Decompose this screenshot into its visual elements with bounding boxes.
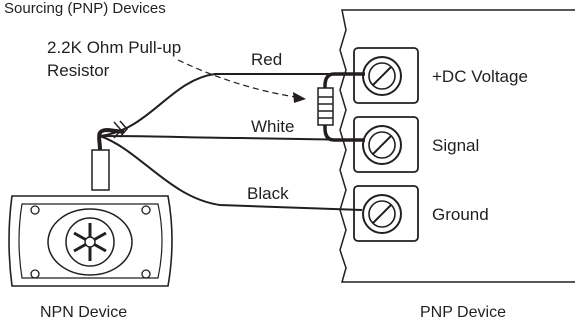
wire-label-black: Black: [247, 184, 289, 203]
resistor-label-line1: 2.2K Ohm Pull-up: [47, 38, 181, 57]
caption-pnp-device: PNP Device: [420, 304, 506, 321]
npn-device: [8, 149, 173, 287]
terminal-block-dc-voltage: [353, 47, 419, 104]
terminal-label-signal: Signal: [432, 136, 479, 155]
wire-black: [99, 135, 363, 211]
wire-label-white: White: [251, 117, 294, 136]
terminal-block-signal: [353, 116, 419, 173]
terminal-label-ground: Ground: [432, 205, 489, 224]
wire-white: [99, 135, 361, 141]
resistor-label-line2: Resistor: [47, 61, 110, 80]
wire-label-red: Red: [251, 50, 282, 69]
sensor-cable-sleeve: [91, 149, 110, 191]
resistor-leader-arrowhead: [293, 92, 306, 103]
resistor-leader-line: [177, 59, 297, 98]
pull-up-resistor: [317, 87, 334, 126]
diagram-heading: Sourcing (PNP) Devices: [4, 0, 166, 17]
terminal-block-ground: [353, 185, 419, 242]
pnp-device-enclosure: [339, 9, 575, 283]
cable-bundle: [97, 127, 125, 151]
caption-npn-device: NPN Device: [40, 304, 127, 321]
terminal-label-dc-voltage: +DC Voltage: [432, 67, 528, 86]
cable-break-mark: [113, 120, 128, 139]
sensor-body-inner: [18, 203, 163, 279]
wire-red: [99, 73, 350, 137]
